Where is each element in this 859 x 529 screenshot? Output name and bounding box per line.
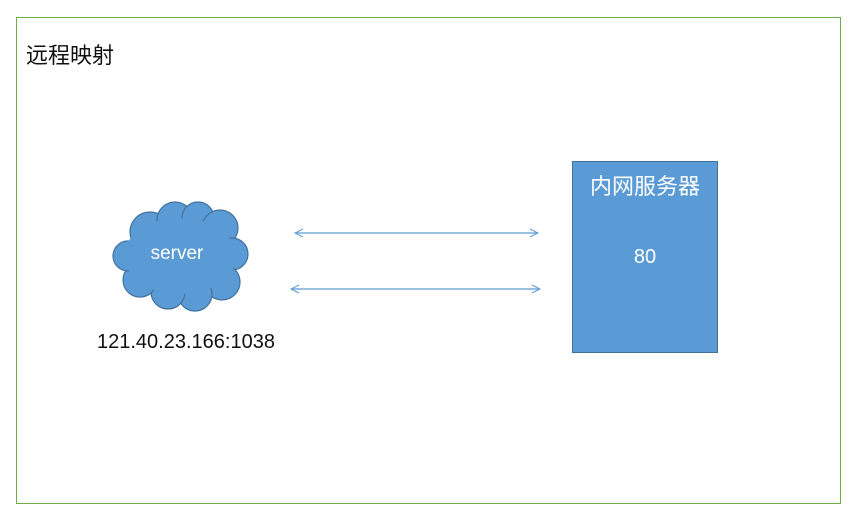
server-address: 121.40.23.166:1038 xyxy=(97,331,275,353)
internal-server-title: 内网服务器 xyxy=(589,174,700,199)
cloud-icon xyxy=(112,201,249,312)
diagram-title: 远程映射 xyxy=(26,43,115,68)
diagram-frame xyxy=(16,17,841,504)
internal-server-port: 80 xyxy=(633,246,657,268)
internal-server-box: 内网服务器 80 xyxy=(572,161,718,353)
cloud-label: server xyxy=(150,243,204,264)
